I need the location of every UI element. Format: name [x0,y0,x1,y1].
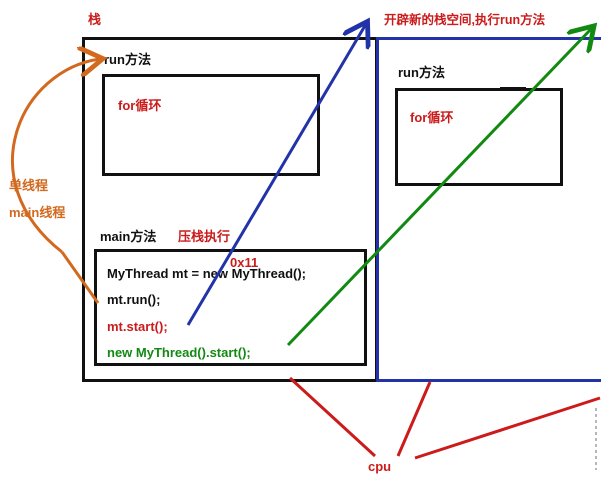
main-method-label: main方法 [100,229,157,244]
address-label: 0x11 [230,255,259,270]
blue-start-arrow [186,24,366,326]
code-line-new-mythread: MyThread mt = new MyThread(); [107,266,306,281]
cpu-line-mid [396,381,432,457]
new-stack-frame [376,37,601,382]
right-for-loop-label: for循环 [410,110,454,125]
cpu-line-left [288,376,377,458]
code-line-mt-run: mt.run(); [107,292,161,307]
for-loop-label: for循环 [118,98,162,113]
cpu-label: cpu [368,459,392,474]
right-run-method-label: run方法 [398,65,445,80]
push-exec-label: 压栈执行 [178,229,231,244]
orange-thread-arrow [11,59,100,254]
cpu-line-right [414,396,601,460]
stack-label: 栈 [88,12,102,27]
green-start-arrow [286,28,592,347]
run-method-frame [102,74,320,176]
code-line-mt-start: mt.start(); [107,319,168,334]
code-line-anon-start: new MyThread().start(); [107,345,251,360]
orange-thread-tail [60,251,100,304]
right-run-method-frame [395,88,563,186]
single-thread-label: 单线程 [9,178,49,193]
new-stack-note: 开辟新的栈空间,执行run方法 [384,13,546,27]
run-method-label: run方法 [104,52,151,67]
